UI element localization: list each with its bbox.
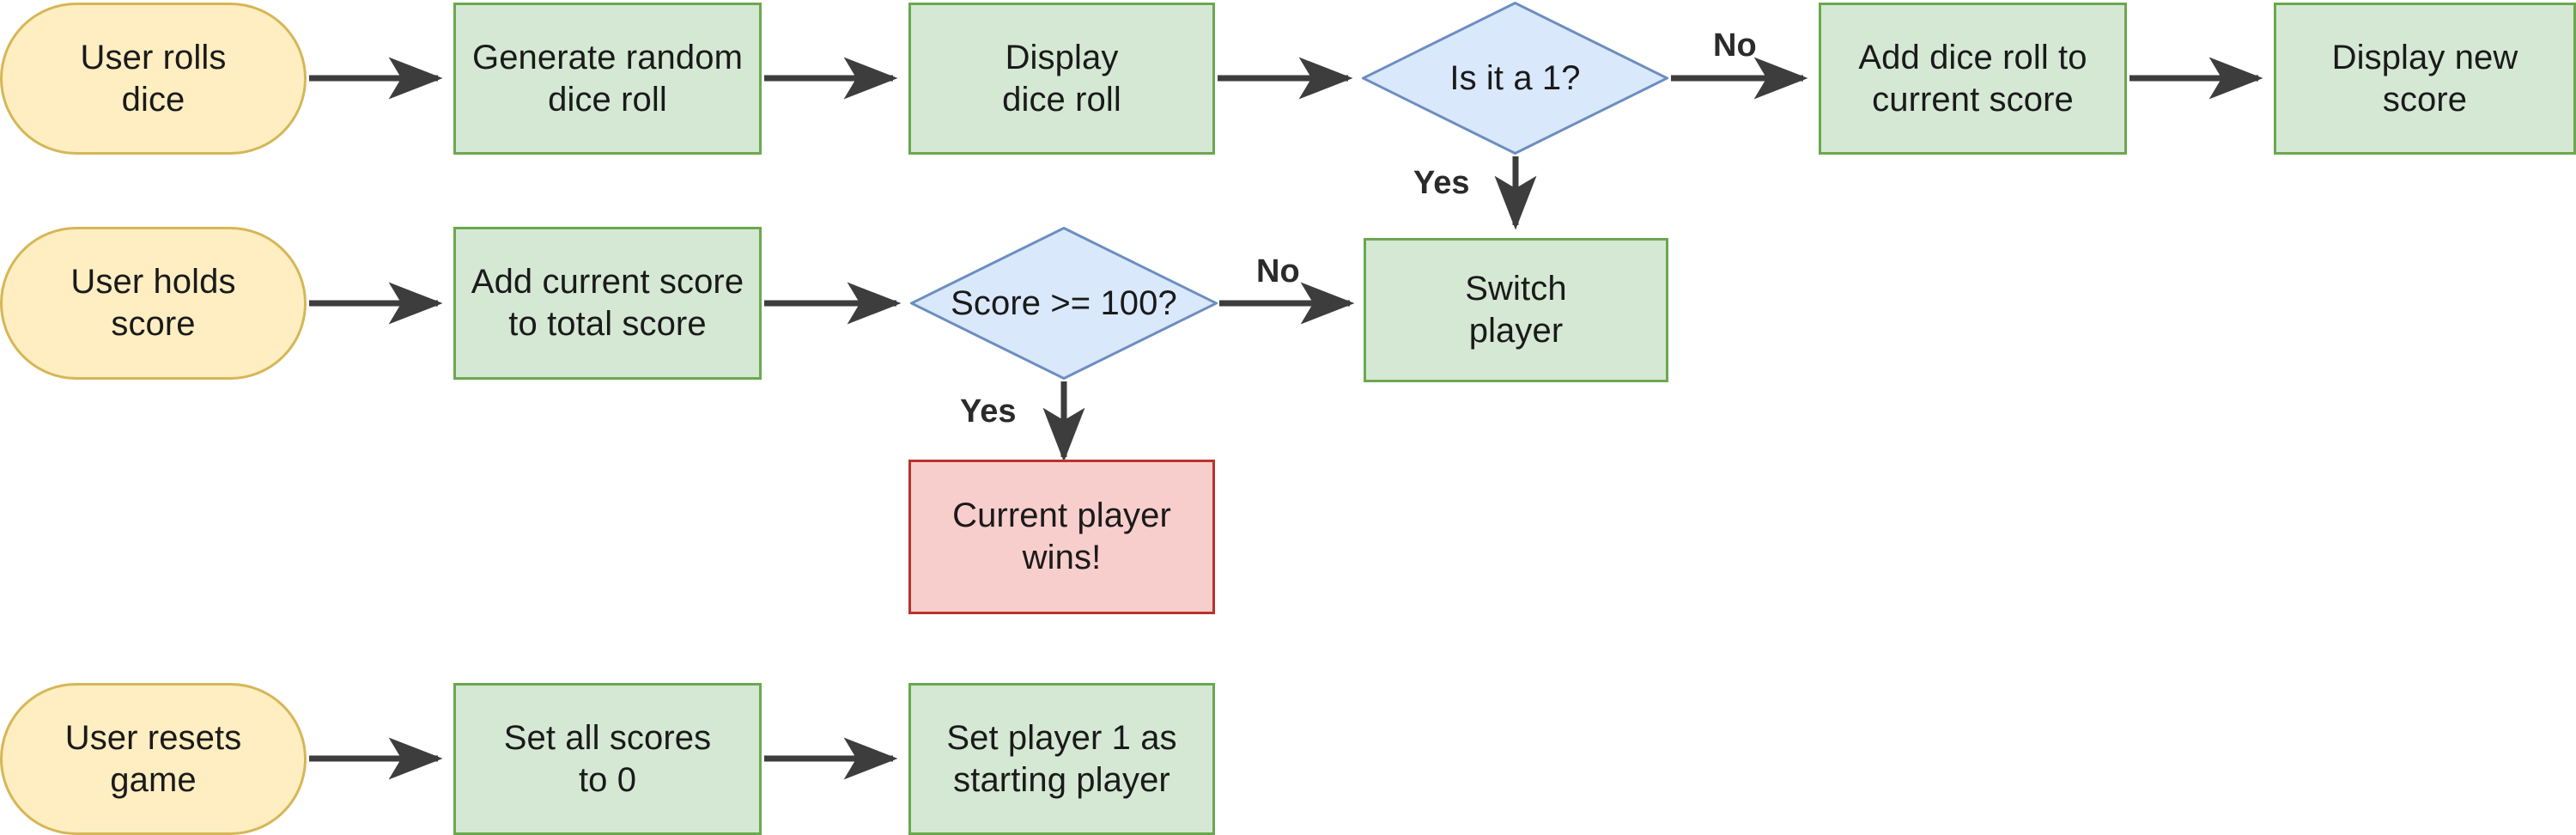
node-user-resets-game[interactable]: User resets game — [0, 683, 307, 835]
node-label: Is it a 1? — [1449, 58, 1581, 97]
edge-label-no-2: No — [1256, 253, 1300, 290]
diamond-shape-icon — [910, 227, 1218, 380]
edge-label-no-1: No — [1713, 27, 1757, 64]
node-label: Generate random dice roll — [471, 38, 743, 119]
node-label: Set all scores to 0 — [503, 718, 712, 799]
node-label: Set player 1 as starting player — [946, 718, 1177, 799]
node-switch-player[interactable]: Switch player — [1364, 238, 1668, 382]
node-display-new-score[interactable]: Display new score — [2274, 3, 2576, 155]
node-add-roll-to-current[interactable]: Add dice roll to current score — [1819, 3, 2127, 155]
node-label: User resets game — [64, 718, 242, 799]
node-display-dice-roll[interactable]: Display dice roll — [908, 3, 1215, 155]
node-set-player-1-starting[interactable]: Set player 1 as starting player — [908, 683, 1215, 835]
node-label: User holds score — [70, 263, 236, 343]
node-label: Score >= 100? — [951, 283, 1177, 322]
node-user-rolls-dice[interactable]: User rolls dice — [0, 3, 307, 155]
diamond-shape-icon — [1362, 2, 1668, 155]
node-generate-random-roll[interactable]: Generate random dice roll — [453, 3, 762, 155]
node-add-current-to-total[interactable]: Add current score to total score — [453, 227, 762, 380]
node-label: Add current score to total score — [471, 263, 744, 343]
node-score-gte-100[interactable]: Score >= 100? — [910, 227, 1218, 380]
node-label: Switch player — [1465, 270, 1567, 350]
node-current-player-wins[interactable]: Current player wins! — [908, 460, 1215, 614]
edge-label-yes-2: Yes — [960, 393, 1017, 430]
node-label: User rolls dice — [80, 38, 227, 119]
node-set-all-scores-zero[interactable]: Set all scores to 0 — [453, 683, 762, 835]
node-label: Display new score — [2331, 38, 2518, 119]
node-label: Current player wins! — [952, 497, 1171, 576]
edge-label-yes-1: Yes — [1413, 165, 1470, 201]
node-user-holds-score[interactable]: User holds score — [0, 227, 307, 380]
node-label: Add dice roll to current score — [1858, 38, 2087, 119]
node-label: Display dice roll — [1002, 38, 1121, 119]
node-is-it-a-1[interactable]: Is it a 1? — [1362, 2, 1668, 155]
